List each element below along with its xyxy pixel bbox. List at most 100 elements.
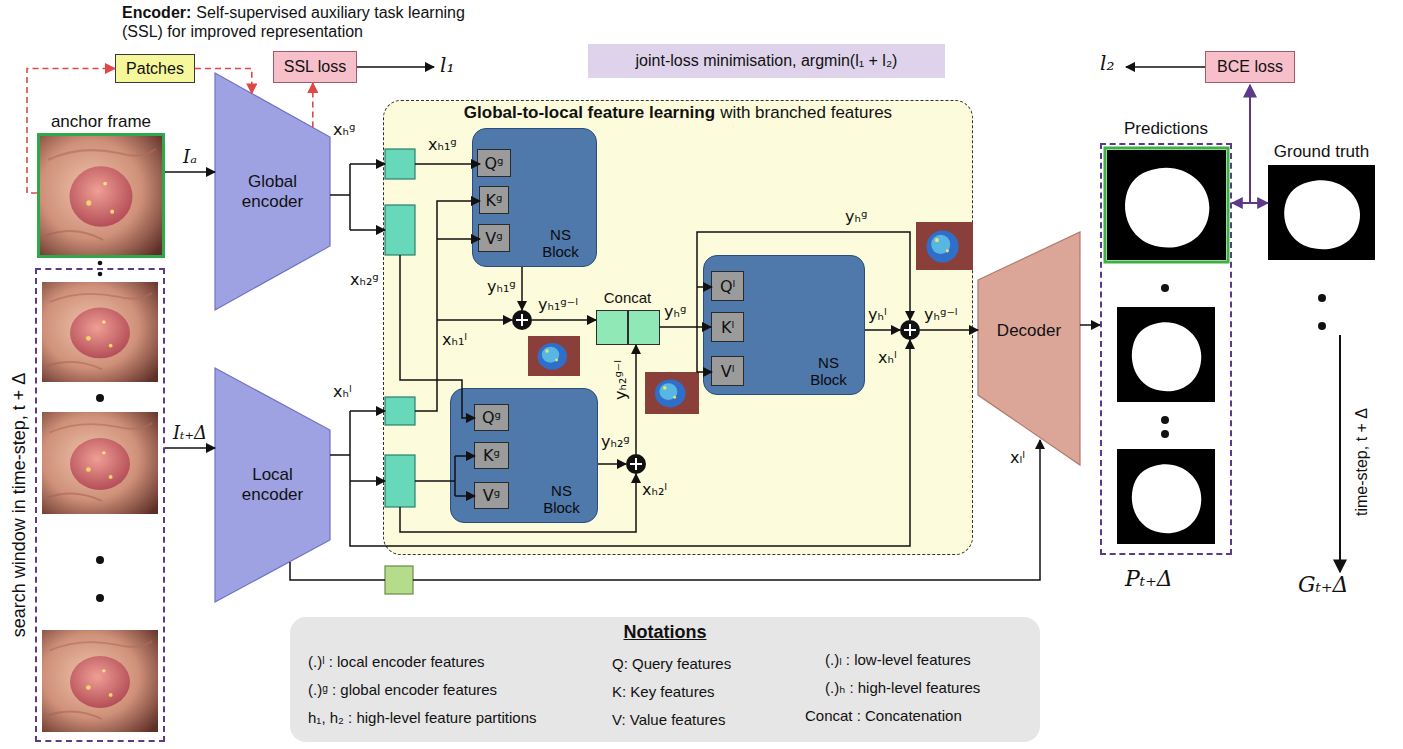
- ellipsis-dot: [96, 556, 104, 564]
- text-label: l₁: [440, 54, 454, 77]
- feature-box: Qᵍ: [474, 404, 509, 431]
- sum-node: [512, 310, 532, 330]
- feature-box: Kᵍ: [479, 186, 510, 214]
- feature-wire: [521, 267, 523, 310]
- node-label: Concat: [604, 289, 652, 306]
- feature-box: [596, 310, 628, 345]
- node-label: anchor frame: [51, 112, 151, 132]
- process-box: joint-loss minimisation, argmin(l₁ + l₂): [588, 44, 945, 78]
- math-label: yₕ₂ᵍ: [601, 432, 630, 451]
- math-label: xₕ₂ᵍ: [350, 270, 379, 289]
- connector: [195, 69, 252, 94]
- ellipsis-dot: [1318, 294, 1326, 302]
- connector: [165, 447, 215, 449]
- node-label: NS Block: [539, 482, 585, 516]
- feature-wire: [415, 456, 455, 496]
- node-label: (.)ₕ : high-level features: [825, 679, 980, 697]
- concat-block: Concat: [596, 310, 660, 345]
- node-label: K: Key features: [612, 683, 715, 700]
- node-label: Vᵍ: [485, 229, 502, 248]
- node-label: Kᵍ: [483, 446, 500, 465]
- feature-box: Kᵍ: [474, 442, 509, 469]
- feature-wire: [400, 474, 636, 532]
- connector: [1080, 324, 1100, 326]
- feature-wire: [350, 163, 385, 165]
- encoder-block: Global encoder: [215, 73, 330, 310]
- feature-wire: [455, 495, 475, 497]
- time-arrow: [1339, 335, 1341, 572]
- mask-image: [1107, 150, 1226, 260]
- text-label: Gₜ₊Δ: [1298, 572, 1349, 597]
- block-shape: [978, 232, 1080, 465]
- feature-box: [385, 566, 413, 594]
- text-label: l₂: [1100, 52, 1114, 75]
- process-box: SSL loss: [273, 51, 357, 83]
- attention-block: NS BlockQᵍKᵍVᵍ: [472, 128, 597, 267]
- text-label: Pₜ₊Δ: [1125, 566, 1173, 591]
- node-label: Local encoder: [231, 465, 315, 504]
- prediction-panel: Predictions: [1100, 143, 1232, 555]
- region-panel: Global-to-local feature learningwith bra…: [383, 100, 973, 555]
- math-label: xₕˡ: [878, 348, 897, 367]
- feature-box: Vᵍ: [474, 482, 509, 509]
- heatmap-thumbnail: [528, 336, 580, 376]
- feature-wire: [350, 229, 385, 231]
- decoder-block: Decoder: [978, 232, 1080, 465]
- feature-wire: [350, 410, 385, 412]
- text-label: time-step, t + Δ: [1352, 408, 1371, 516]
- ellipsis-dot: [98, 272, 103, 277]
- ellipsis-dot: [1161, 284, 1169, 292]
- feature-wire: [350, 340, 910, 546]
- ellipsis-dot: [1318, 322, 1326, 330]
- math-label: xₕ₂ˡ: [642, 480, 667, 499]
- ellipsis-dot: [96, 594, 104, 602]
- frame-image: [42, 282, 158, 382]
- feature-wire: [598, 463, 626, 465]
- math-label: yₕ₂ᵍ⁻ˡ: [611, 360, 630, 400]
- node-label: Q: Query features: [612, 655, 731, 672]
- mask-image: [1117, 449, 1215, 544]
- frame-image: [42, 412, 158, 514]
- ellipsis-dot: [98, 261, 103, 266]
- encoder-block: Local encoder: [215, 368, 330, 602]
- node-label: SSL loss: [284, 58, 347, 76]
- loss-arrow: [1126, 66, 1205, 68]
- node-label: Decoder: [997, 321, 1061, 341]
- sum-node: [626, 454, 646, 474]
- feature-box: Vᵍ: [478, 224, 509, 252]
- ellipsis-dot: [96, 394, 104, 402]
- edge-label: Iₜ₊Δ: [173, 423, 207, 444]
- node-label: Kᵍ: [486, 191, 503, 210]
- edge-label: Iₐ: [183, 147, 197, 168]
- feature-wire: [437, 319, 512, 321]
- node-label: Ground truth: [1274, 142, 1369, 162]
- feature-box: Qᵍ: [477, 149, 510, 177]
- feature-wire: [350, 480, 385, 482]
- feature-wire: [415, 163, 480, 165]
- node-label: V: Value features: [612, 711, 725, 728]
- heatmap-thumbnail: [916, 222, 973, 270]
- frame-image: [42, 630, 158, 732]
- mask-image: [1117, 307, 1215, 402]
- process-box: Patches: [115, 54, 195, 83]
- header-note: Encoder:Self-supervised auxiliary task l…: [122, 3, 472, 41]
- feature-wire: [415, 201, 480, 411]
- feature-box: [628, 310, 660, 345]
- feature-wire: [697, 327, 712, 372]
- connector: [660, 326, 712, 328]
- ellipsis-dot: [1161, 416, 1169, 424]
- notation-panel: Notations(.)ˡ : local encoder features(.…: [290, 617, 1040, 742]
- node-label: Kˡ: [721, 318, 734, 337]
- feature-wire: [697, 232, 910, 327]
- math-label: xₕ₁ˡ: [442, 330, 467, 349]
- node-label: Qᵍ: [484, 154, 503, 173]
- connector: [165, 171, 215, 173]
- block-outline: [978, 232, 1080, 465]
- node-label: Concat : Concatenation: [805, 707, 962, 724]
- block-shape: [215, 368, 330, 602]
- ellipsis-dot: [1161, 430, 1169, 438]
- node-label: joint-loss minimisation, argmin(l₁ + l₂): [636, 52, 898, 70]
- feature-box: [385, 397, 415, 425]
- feature-box: [385, 149, 415, 179]
- node-label: Vᵍ: [483, 486, 500, 505]
